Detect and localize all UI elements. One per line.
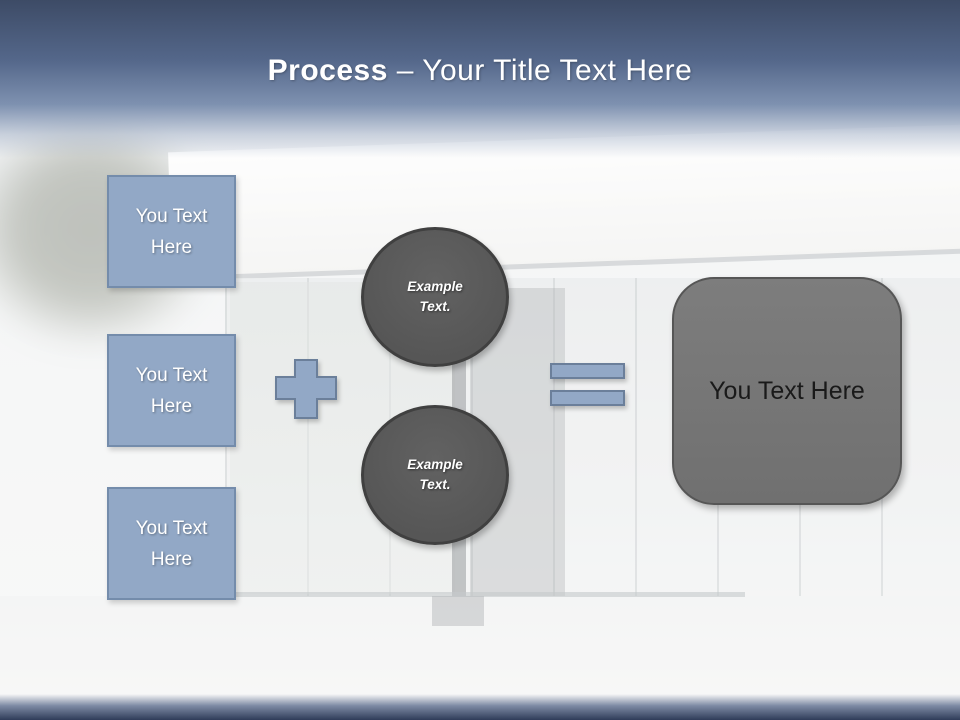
text-placeholder-2[interactable]: You Text Here [107, 334, 236, 447]
example-circle-2[interactable]: Example Text. [361, 405, 509, 545]
top-gradient-band [0, 0, 960, 158]
photo-step [432, 596, 484, 626]
example-circle-1-label: Example Text. [407, 279, 463, 314]
photo-floor-edge [225, 592, 745, 597]
title-keyword: Process [267, 54, 388, 87]
text-placeholder-3[interactable]: You Text Here [107, 487, 236, 600]
equals-icon[interactable] [548, 360, 628, 410]
text-placeholder-2-label: You Text Here [135, 364, 208, 417]
text-placeholder-3-label: You Text Here [135, 517, 208, 570]
result-placeholder-label: You Text Here [709, 376, 865, 405]
title-subtitle: – Your Title Text Here [387, 54, 693, 87]
slide-title: Process – Your Title Text Here [0, 54, 960, 88]
result-placeholder[interactable]: You Text Here [672, 277, 902, 505]
bottom-gradient-band [0, 694, 960, 720]
example-circle-1[interactable]: Example Text. [361, 227, 509, 367]
plus-icon[interactable] [272, 356, 340, 422]
text-placeholder-1[interactable]: You Text Here [107, 175, 236, 288]
text-placeholder-1-label: You Text Here [135, 205, 208, 258]
example-circle-2-label: Example Text. [407, 457, 463, 492]
